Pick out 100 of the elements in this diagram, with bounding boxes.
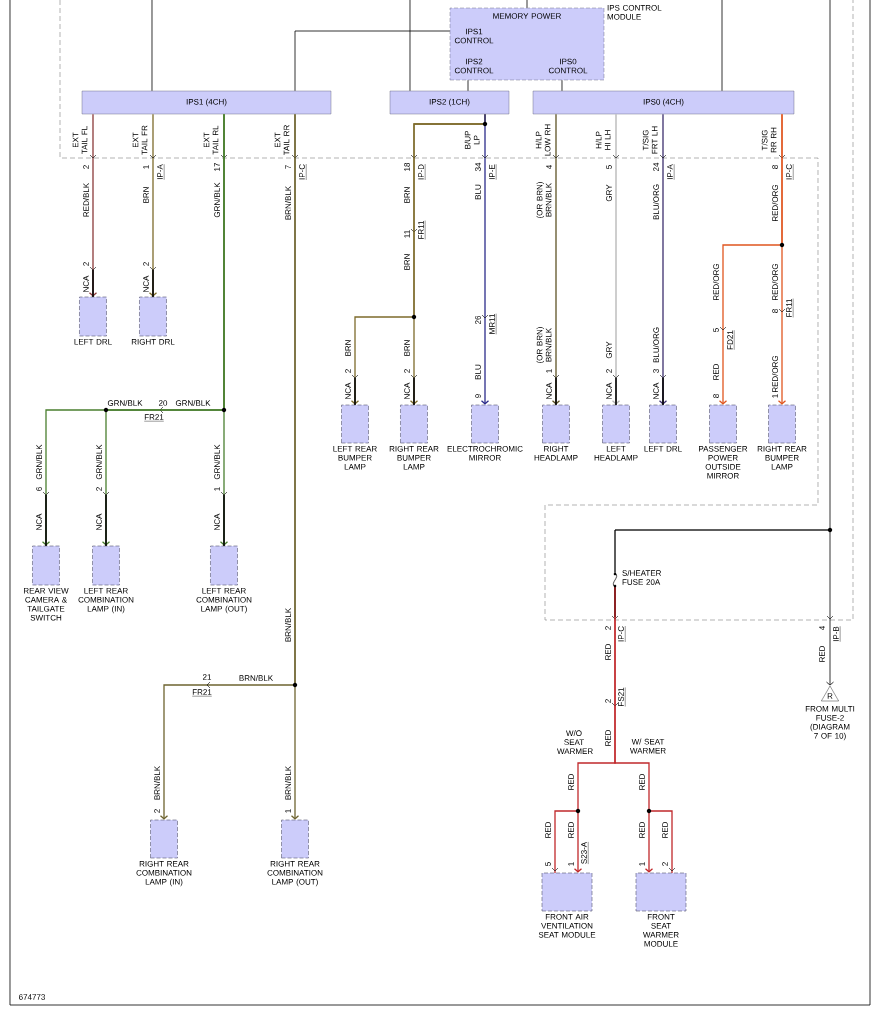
circuit-label: EXT TAIL RR — [274, 125, 290, 156]
wire — [614, 586, 676, 874]
circuit-label: H/LP HI LH — [595, 130, 611, 150]
node-label: LEFT REAR BUMPER LAMP — [333, 446, 377, 470]
pin-number: 4 — [546, 165, 552, 170]
module-label: IPS CONTROL MODULE — [607, 5, 662, 20]
wire-color-label: GRN/BLK — [107, 400, 143, 406]
wire-color-label: BRN — [143, 187, 149, 203]
pin-number: 26 — [475, 315, 481, 325]
variant-label: W/ SEAT WARMER — [629, 738, 666, 754]
node-label: IPS0 CONTROL — [548, 58, 588, 74]
component-box: LEFT HEADLAMP — [594, 404, 638, 461]
wire-color-label: BLU — [475, 364, 481, 380]
node-label: RIGHT HEADLAMP — [534, 446, 578, 461]
circuit-label: EXT TAIL FR — [132, 125, 148, 155]
node-label: FRONT SEAT WARMER MODULE — [642, 914, 679, 947]
wire-color-label: RED — [639, 773, 645, 790]
component-box: LEFT DRL — [74, 296, 112, 345]
circuit-label: EXT TAIL RL — [203, 125, 219, 155]
component-box: LEFT REAR COMBINATION LAMP (OUT) — [196, 545, 252, 614]
pin-number: 8 — [772, 309, 778, 313]
wire — [148, 113, 158, 298]
node-label: MEMORY POWER — [493, 13, 562, 19]
pin-number: 2 — [154, 809, 160, 813]
wire-color-label: RED/ORG — [772, 355, 778, 392]
pin-number: 1 — [772, 394, 778, 398]
pin-number: 6 — [36, 487, 42, 491]
variant-label: W/O SEAT WARMER — [557, 730, 593, 754]
connector-id: MR11 — [489, 313, 497, 335]
node-label: LEFT REAR COMBINATION LAMP (IN) — [78, 588, 134, 614]
wire-color-label: BRN — [404, 340, 410, 356]
wire-color-label: NCA — [606, 382, 612, 399]
wire — [611, 113, 621, 406]
node-label: LEFT REAR COMBINATION LAMP (OUT) — [196, 588, 252, 614]
fuse: S/HEATER FUSE 20A — [612, 570, 662, 588]
wire-color-label: BRN/BLK — [239, 675, 273, 681]
pin-number: 2 — [345, 369, 351, 373]
wire-color-label: (OR BRN) BRN/BLK — [536, 327, 552, 363]
pin-number: 1 — [214, 487, 220, 491]
wire-color-label: NCA — [214, 513, 220, 530]
pin-number: 2 — [606, 369, 612, 373]
pin-number: 21 — [202, 674, 212, 680]
circuit-label: H/LP LOW RH — [535, 124, 551, 156]
component-box: FRONT SEAT WARMER MODULE — [635, 872, 687, 947]
wire-color-label: RED — [605, 729, 611, 746]
connector-id: FR21 — [144, 414, 164, 422]
pin-number: 2 — [83, 165, 89, 169]
wire-color-label: GRN/BLK — [175, 400, 211, 406]
pin-number: 2 — [605, 626, 611, 630]
control-module: MEMORY POWER IPS1 CONTROL IPS2 CONTROL IPS0 CONTROL — [449, 7, 605, 81]
connector-id: FR11 — [418, 220, 426, 240]
wire — [614, 529, 834, 686]
pin-number: 24 — [653, 162, 659, 172]
connector-id: IP-B — [833, 626, 841, 642]
circuit-label: EXT TAIL FL — [72, 126, 88, 154]
pin-number: 8 — [713, 394, 719, 398]
pin-number: 2 — [83, 262, 89, 266]
wire-color-label: RED/ORG — [772, 184, 778, 221]
pin-number: 5 — [606, 165, 612, 169]
wire-color-label: RED — [713, 363, 719, 380]
wire — [219, 113, 229, 547]
wire-color-label: BRN/BLK — [285, 186, 291, 220]
wire-color-label: BRN/BLK — [285, 608, 291, 642]
circuit-label: T/SIG FRT LH — [642, 126, 658, 154]
wire-color-label: GRN/BLK — [96, 444, 102, 480]
wire-color-label: GRY — [606, 184, 612, 202]
node-label: REAR VIEW CAMERA & TAILGATE SWITCH — [23, 588, 69, 621]
pin-number: 1 — [568, 862, 574, 866]
wire-color-label: BRN — [404, 254, 410, 270]
node-label: RIGHT REAR BUMPER LAMP — [389, 446, 439, 470]
pin-number: 8 — [772, 165, 778, 169]
connector-id: IP-E — [489, 164, 497, 180]
node-label: IPS2 CONTROL — [454, 58, 494, 74]
wire-color-label: BLU/ORG — [653, 184, 659, 220]
node-label: PASSENGER POWER OUTSIDE MIRROR — [699, 446, 748, 479]
wire-color-label: GRN/BLK — [214, 182, 220, 218]
wire — [151, 0, 153, 92]
wire — [526, 0, 528, 9]
component-box: REAR VIEW CAMERA & TAILGATE SWITCH — [24, 545, 69, 621]
node-label: RIGHT REAR COMBINATION LAMP (IN) — [136, 861, 192, 887]
wire-color-label: NCA — [345, 382, 351, 399]
pin-number: 3 — [653, 369, 659, 373]
pin-number: 1 — [639, 862, 645, 866]
connector-id: FR21 — [192, 689, 212, 697]
pin-number: 11 — [404, 230, 410, 238]
power-switch-band: IPS2 (1CH) — [389, 90, 510, 115]
wire-color-label: RED/ORG — [713, 263, 719, 300]
wire-color-label: GRY — [606, 341, 612, 359]
pin-number: 5 — [713, 328, 719, 332]
wire — [88, 113, 98, 298]
wire-color-label: RED — [819, 645, 825, 662]
component-box: LEFT REAR COMBINATION LAMP (IN) — [78, 545, 134, 614]
node-label: IPS1 CONTROL — [454, 28, 494, 44]
connector-id: IP-A — [667, 164, 675, 180]
connector-id: FD21 — [727, 330, 735, 350]
connector-id: IP-D — [418, 163, 426, 181]
wire — [467, 79, 469, 92]
power-switch-band: IPS0 (4CH) — [532, 90, 795, 115]
component-box: RIGHT DRL — [131, 296, 175, 345]
pin-number: 17 — [214, 162, 220, 171]
